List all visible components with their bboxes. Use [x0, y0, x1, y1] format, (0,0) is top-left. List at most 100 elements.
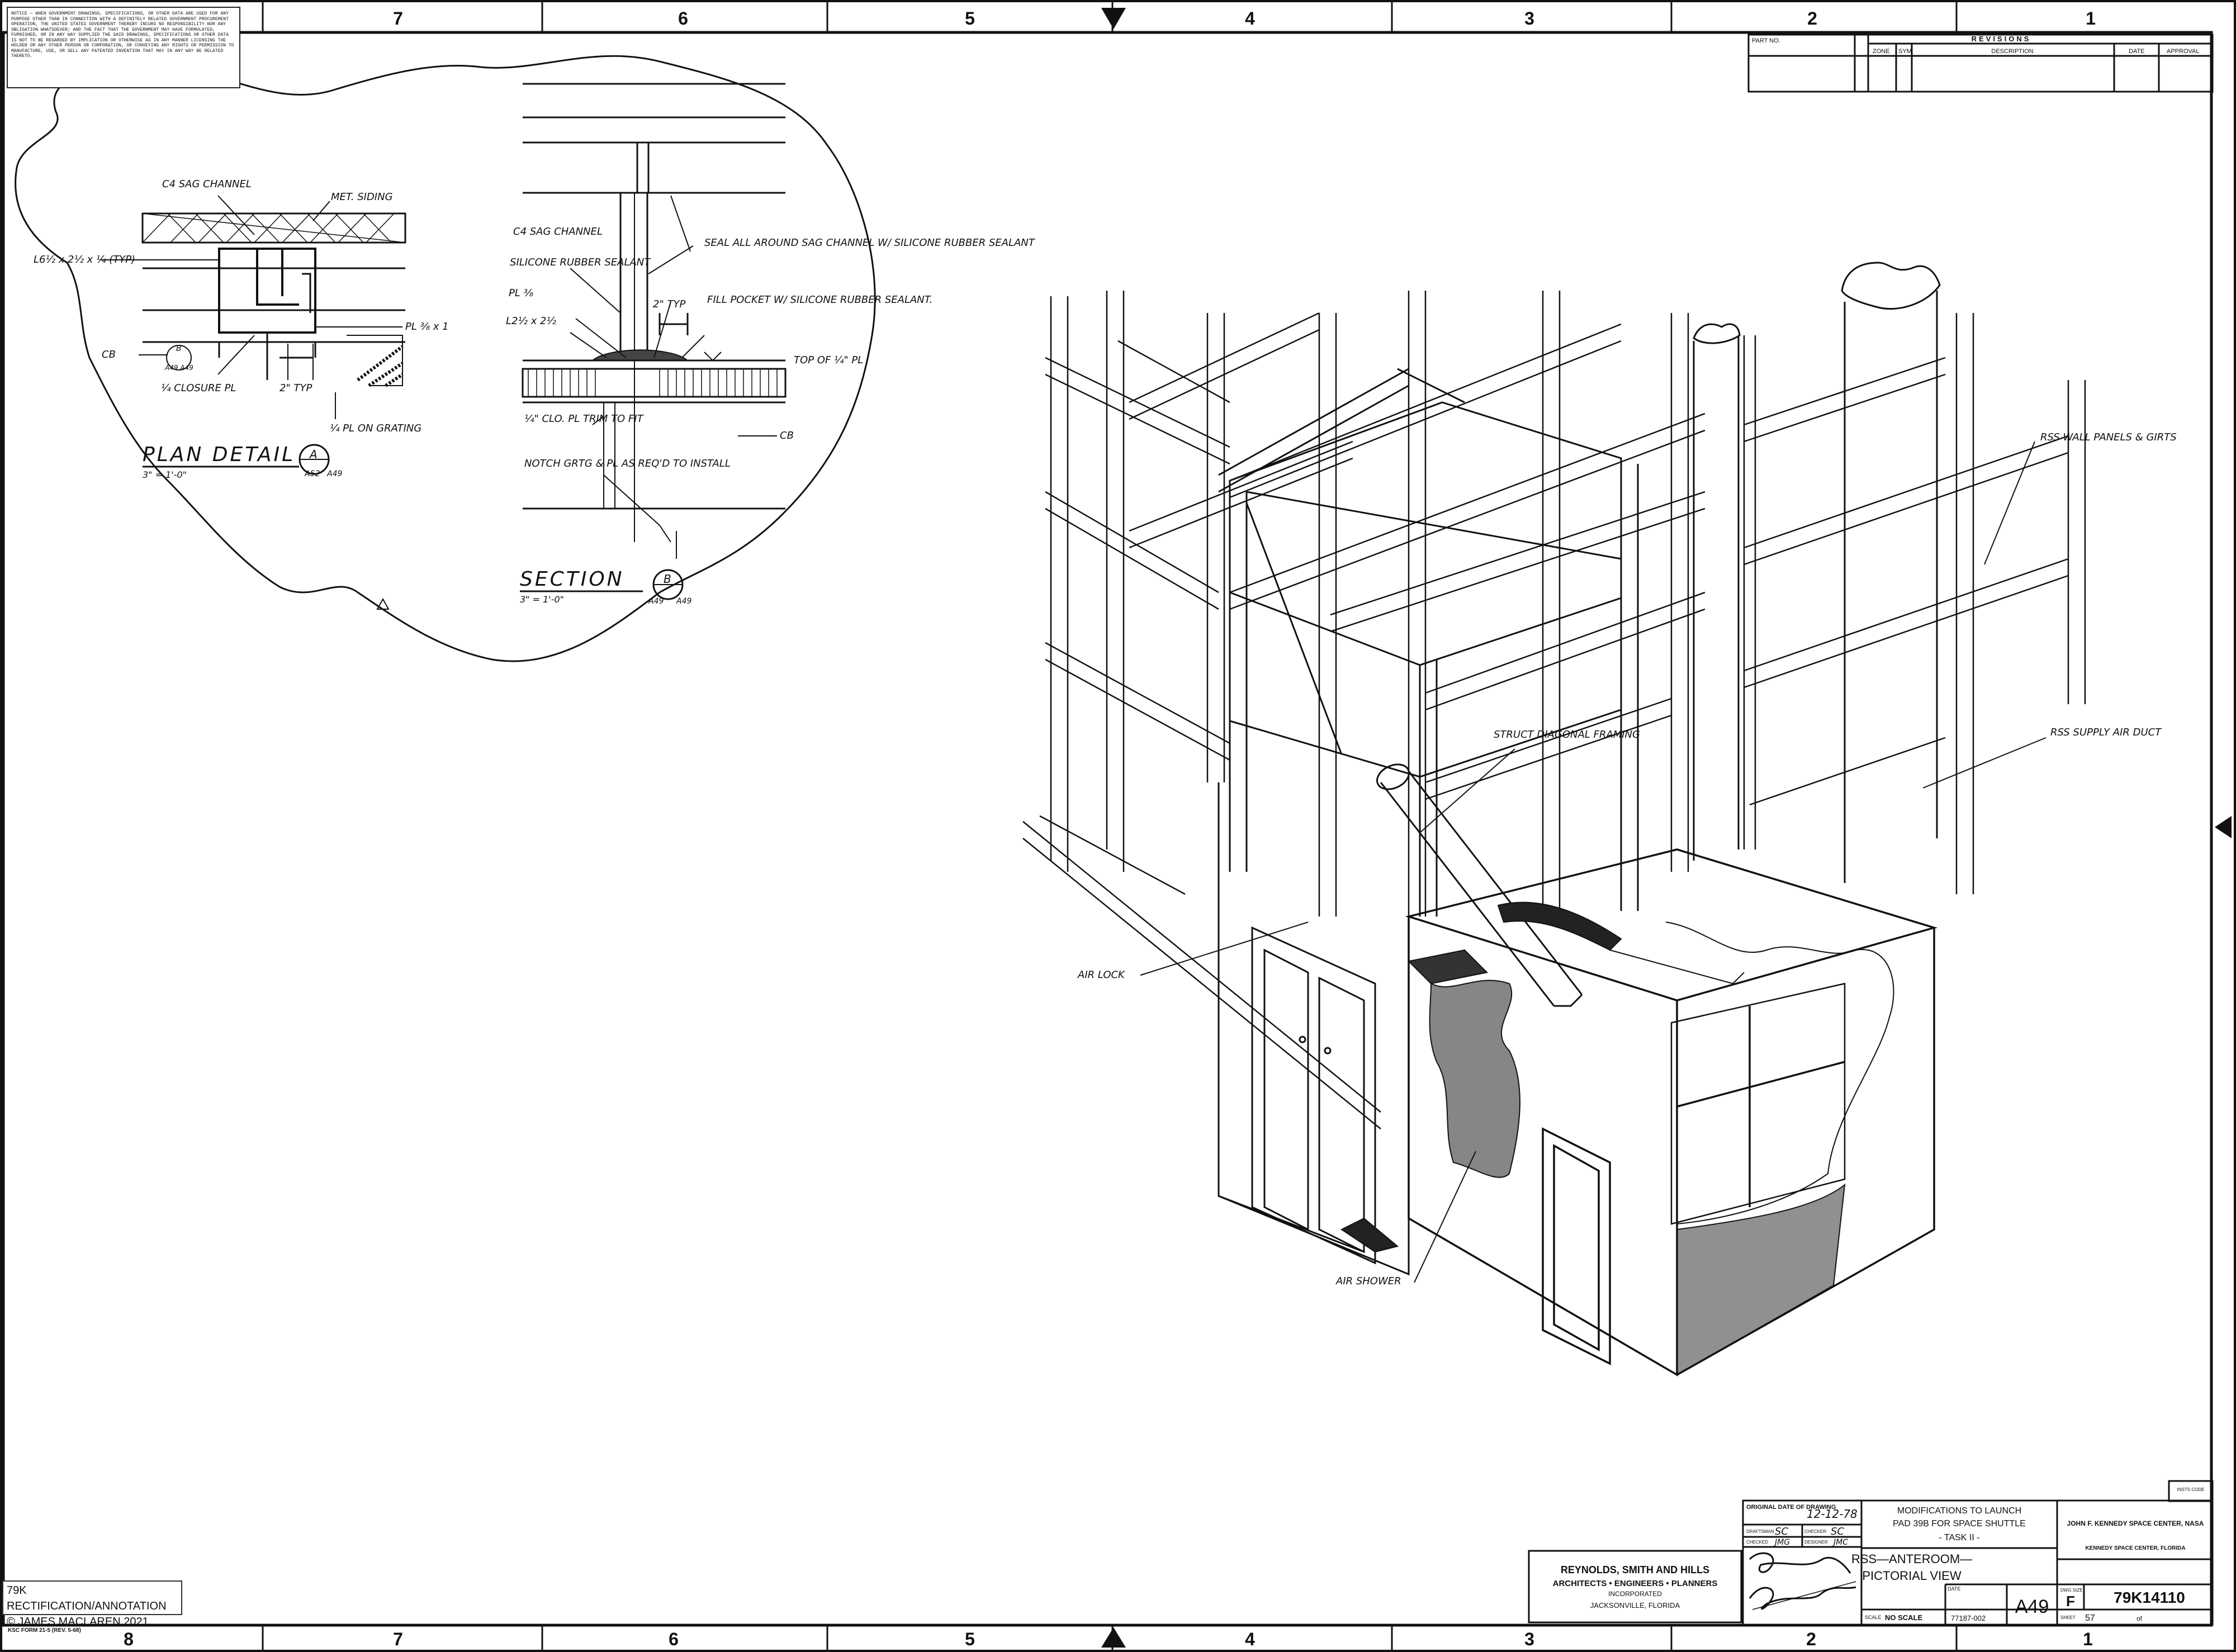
section-title: SECTION	[520, 568, 624, 591]
firm-block: REYNOLDS, SMITH AND HILLS ARCHITECTS • E…	[1528, 1550, 1742, 1623]
air-lock-label: AIR LOCK	[1077, 969, 1125, 981]
plan-detail-callout: A	[309, 448, 318, 461]
zone-label: 6	[678, 8, 688, 29]
plan-pl-on-grating-label: ¼ PL ON GRATING	[330, 423, 421, 434]
plan-detail-title-block: PLAN DETAIL A A52 A49 3" = 1'-0"	[143, 443, 342, 480]
zone-label: 4	[1245, 8, 1255, 29]
designer-label: DESIGNER	[1804, 1540, 1828, 1545]
checker-label: CHECKER	[1804, 1529, 1826, 1534]
section-clo-pl-label: ¼" CLO. PL TRIM TO FIT	[524, 413, 645, 425]
original-date-value: 12-12-78	[1807, 1507, 1858, 1521]
plan-detail-title: PLAN DETAIL	[143, 443, 295, 466]
plan-detail-labels: C4 SAG CHANNEL MET. SIDING L6½ x 2½ x ¼ …	[34, 178, 449, 434]
plan-plate-label: PL ⅜ x 1	[405, 321, 449, 333]
plan-met-siding-label: MET. SIDING	[331, 191, 393, 203]
approval-header: APPROVAL	[2167, 48, 2200, 55]
firm-sub: ARCHITECTS • ENGINEERS • PLANNERS	[1553, 1579, 1718, 1588]
size-label: DWG SIZE	[2060, 1588, 2083, 1593]
zone-label: 1	[2083, 1629, 2093, 1649]
form-number: KSC FORM 21-5 (REV. 5-68)	[8, 1627, 81, 1634]
pictorial-labels: RSS WALL PANELS & GIRTS RSS SUPPLY AIR D…	[1077, 431, 2177, 1287]
job-number: 77187-002	[1951, 1614, 1986, 1622]
air-shower-label: AIR SHOWER	[1335, 1275, 1401, 1287]
signature-marks	[1749, 1552, 1856, 1610]
scale-value: NO SCALE	[1885, 1613, 1923, 1622]
section-angle-label: L2½ x 2½	[506, 315, 556, 327]
center-arrow-bottom	[1101, 1627, 1126, 1648]
zone-label: 4	[1245, 1629, 1255, 1649]
section-detail-labels: C4 SAG CHANNEL SILICONE RUBBER SEALANT P…	[506, 226, 1036, 469]
zone-label: 7	[393, 8, 403, 29]
section-2-typ-label: 2" TYP	[653, 298, 685, 310]
title-line-2: PICTORIAL VIEW	[1862, 1569, 1961, 1583]
title-line-1: RSS—ANTEROOM—	[1851, 1552, 1972, 1566]
zone-dividers-top	[262, 1, 1958, 32]
firm-city: JACKSONVILLE, FLORIDA	[1590, 1601, 1680, 1610]
plan-section-marker	[166, 345, 192, 371]
checked-value: JMG	[1773, 1538, 1790, 1547]
section-scale: 3" = 1'-0"	[520, 594, 564, 605]
zone-label: 5	[965, 8, 975, 29]
project-line-2: PAD 39B FOR SPACE SHUTTLE	[1893, 1519, 2026, 1528]
plan-sheet-left: A52	[304, 469, 320, 478]
location: KENNEDY SPACE CENTER, FLORIDA	[2085, 1545, 2185, 1551]
government-notice: NOTICE — WHEN GOVERNMENT DRAWINGS, SPECI…	[7, 7, 240, 88]
annotation-credit: 79K RECTIFICATION/ANNOTATION © JAMES MAC…	[2, 1580, 182, 1628]
part-no-header: PART NO.	[1752, 37, 1780, 44]
description-header: DESCRIPTION	[1991, 48, 2033, 55]
scale-label: SCALE	[1865, 1615, 1882, 1620]
plan-sheet-right: A49	[326, 469, 342, 478]
section-fill-pocket-label: FILL POCKET W/ SILICONE RUBBER SEALANT.	[707, 294, 932, 306]
section-silicone-sealant-label: SILICONE RUBBER SEALANT	[510, 257, 651, 268]
plan-closure-pl-label: ¼ CLOSURE PL	[161, 382, 236, 394]
sym-header: SYM	[1898, 48, 1912, 55]
plan-section-ref-label: B	[176, 344, 182, 353]
draftsman-label: DRAFTSMAN	[1746, 1529, 1774, 1534]
sheet-of: of	[2136, 1615, 2143, 1622]
checked-label: CHECKED	[1746, 1540, 1768, 1545]
revisions-block	[1747, 34, 2214, 93]
insts-code-label: INSTS CODE	[2177, 1487, 2205, 1492]
original-date-label: ORIGINAL DATE OF DRAWING	[1746, 1504, 1836, 1511]
plan-detail-scale: 3" = 1'-0"	[143, 469, 187, 480]
section-detail-drawing	[522, 83, 787, 559]
upper-frame	[1218, 368, 1639, 917]
firm-name: REYNOLDS, SMITH AND HILLS	[1561, 1564, 1709, 1575]
section-sheet-right: A49	[676, 597, 691, 606]
date-header: DATE	[2129, 48, 2145, 55]
zone-label: 8	[124, 1629, 134, 1649]
dwg-size: F	[2066, 1593, 2075, 1610]
revisions-title: REVISIONS	[1972, 35, 2031, 43]
zone-label: 2	[1807, 8, 1817, 29]
section-cb-label: CB	[780, 430, 794, 442]
annotation-line-1: 79K RECTIFICATION/ANNOTATION	[7, 1584, 167, 1612]
rss-supply-duct-label: RSS SUPPLY AIR DUCT	[2050, 727, 2162, 738]
plan-c4-sag-channel-label: C4 SAG CHANNEL	[162, 178, 252, 190]
designer-value: JMC	[1832, 1538, 1848, 1547]
zone-label: 2	[1806, 1629, 1816, 1649]
section-callout: B	[664, 572, 671, 586]
struct-diagonal-label: STRUCT DIAGONAL FRAMING	[1494, 729, 1640, 740]
agency-name: JOHN F. KENNEDY SPACE CENTER, NASA	[2067, 1520, 2204, 1527]
checker-value: SC	[1831, 1526, 1844, 1537]
rss-wall-label: RSS WALL PANELS & GIRTS	[2040, 431, 2177, 443]
title-block-frame	[1742, 1480, 2214, 1626]
sheet-number: 57	[2085, 1613, 2095, 1623]
plan-section-sheets-label: A49 A49	[164, 364, 193, 372]
zone-label: 3	[1524, 1629, 1534, 1649]
date-label: DATE	[1948, 1586, 1960, 1592]
sheet-id: A49	[2015, 1596, 2049, 1617]
section-title-block: SECTION B A49 A49 3" = 1'-0"	[520, 568, 691, 606]
project-line-1: MODIFICATIONS TO LAUNCH	[1897, 1506, 2021, 1516]
zone-label: 6	[669, 1629, 679, 1649]
center-arrow-top	[1101, 8, 1126, 29]
leader-lines	[1140, 441, 2046, 1283]
plan-2-typ-label: 2" TYP	[280, 382, 312, 394]
plan-angle-label: L6½ x 2½ x ¼ (TYP)	[34, 254, 135, 265]
project-line-3: - TASK II -	[1939, 1533, 1979, 1542]
section-seal-all-around-label: SEAL ALL AROUND SAG CHANNEL W/ SILICONE …	[704, 237, 1036, 249]
supply-air-duct	[1693, 262, 1941, 883]
plan-detail-drawing	[101, 195, 406, 419]
